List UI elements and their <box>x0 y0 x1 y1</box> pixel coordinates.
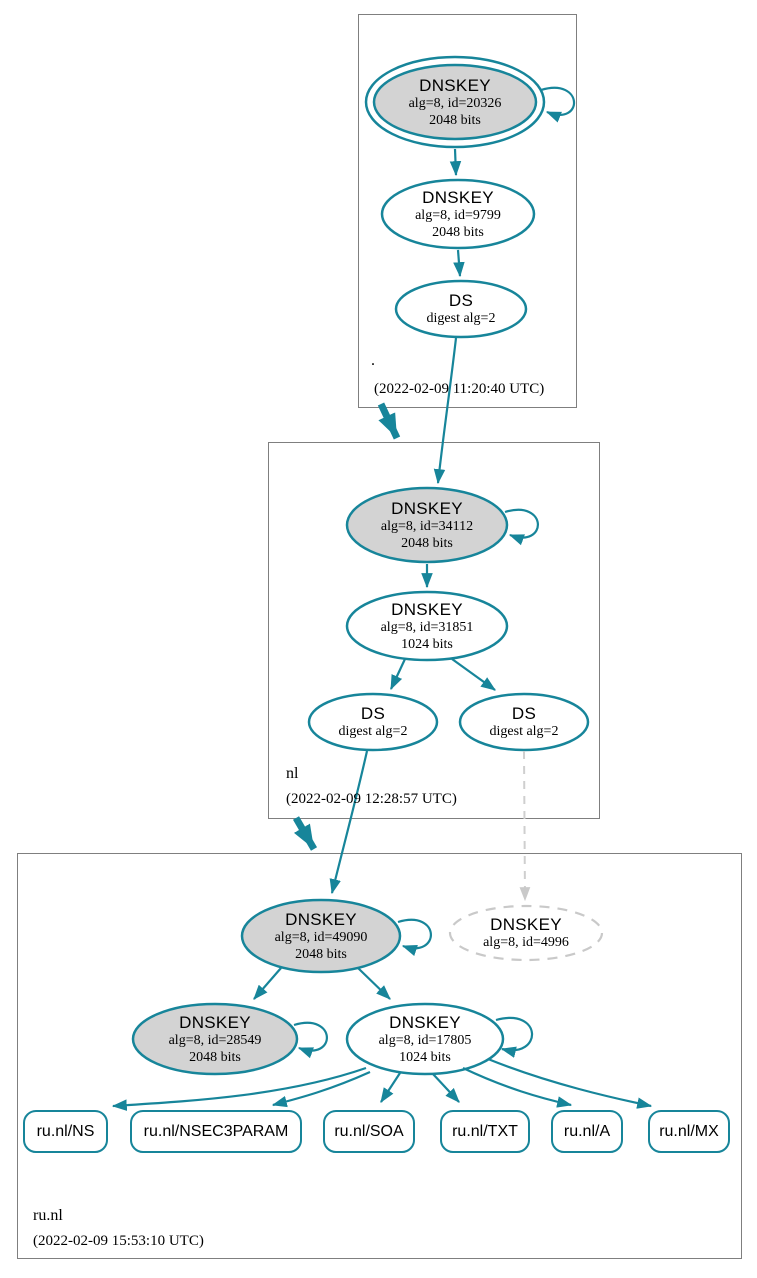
zone-box-root <box>358 14 577 408</box>
node-dnskey-28549-attrs: alg=8, id=28549 <box>168 1032 262 1048</box>
node-dnskey-49090-attrs: alg=8, id=49090 <box>274 929 368 945</box>
rrset-runl-txt[interactable]: ru.nl/TXT <box>440 1110 530 1153</box>
zone-label-nl: nl <box>286 765 299 782</box>
node-dnskey-4996-attrs: alg=8, id=4996 <box>483 935 569 950</box>
node-dnskey-17805[interactable]: DNSKEY alg=8, id=17805 1024 bits <box>347 1004 503 1074</box>
node-ds1-nl-attrs: digest alg=2 <box>338 724 408 739</box>
node-ds1-nl[interactable]: DS digest alg=2 <box>309 694 437 750</box>
rrset-runl-ns[interactable]: ru.nl/NS <box>23 1110 108 1153</box>
node-dnskey-49090-title: DNSKEY <box>285 909 357 929</box>
node-dnskey-31851-bits: 1024 bits <box>401 636 453 652</box>
zone-label-runl: ru.nl <box>33 1207 63 1224</box>
rrset-runl-mx[interactable]: ru.nl/MX <box>648 1110 730 1153</box>
node-dnskey-9799[interactable]: DNSKEY alg=8, id=9799 2048 bits <box>382 180 534 248</box>
node-dnskey-28549-title: DNSKEY <box>179 1012 251 1032</box>
node-dnskey-20326-bits: 2048 bits <box>429 112 481 128</box>
node-dnskey-34112-attrs: alg=8, id=34112 <box>380 518 474 534</box>
node-ds2-nl[interactable]: DS digest alg=2 <box>460 694 588 750</box>
node-dnskey-31851-attrs: alg=8, id=31851 <box>380 619 474 635</box>
node-dnskey-17805-bits: 1024 bits <box>399 1049 451 1065</box>
zone-timestamp-nl: (2022-02-09 12:28:57 UTC) <box>286 791 457 807</box>
node-dnskey-49090-bits: 2048 bits <box>295 946 347 962</box>
node-dnskey-28549[interactable]: DNSKEY alg=8, id=28549 2048 bits <box>133 1004 297 1074</box>
node-ds-root-attrs: digest alg=2 <box>426 311 496 326</box>
zone-timestamp-root: (2022-02-09 11:20:40 UTC) <box>374 381 545 397</box>
node-ds2-nl-title: DS <box>511 704 537 723</box>
zone-label-root: . <box>371 352 375 369</box>
node-dnskey-31851-title: DNSKEY <box>391 599 463 619</box>
node-dnskey-9799-title: DNSKEY <box>422 187 494 207</box>
node-dnskey-17805-title: DNSKEY <box>389 1012 461 1032</box>
zone-box-runl <box>17 853 742 1259</box>
node-dnskey-31851[interactable]: DNSKEY alg=8, id=31851 1024 bits <box>347 592 507 660</box>
node-dnskey-34112-title: DNSKEY <box>391 498 463 518</box>
rrset-runl-a[interactable]: ru.nl/A <box>551 1110 623 1153</box>
node-dnskey-9799-attrs: alg=8, id=9799 <box>415 207 501 223</box>
zone-timestamp-runl: (2022-02-09 15:53:10 UTC) <box>33 1233 204 1249</box>
rrset-runl-nsec3param[interactable]: ru.nl/NSEC3PARAM <box>130 1110 302 1153</box>
node-dnskey-34112-bits: 2048 bits <box>401 535 453 551</box>
rrset-runl-txt-label: ru.nl/TXT <box>452 1122 518 1140</box>
rrset-runl-a-label: ru.nl/A <box>563 1122 611 1140</box>
zone-box-nl <box>268 442 600 819</box>
node-dnskey-4996-title: DNSKEY <box>490 915 562 934</box>
node-ds-root-title: DS <box>448 291 474 310</box>
rrset-runl-nsec3param-label: ru.nl/NSEC3PARAM <box>143 1122 289 1140</box>
node-dnskey-49090[interactable]: DNSKEY alg=8, id=49090 2048 bits <box>242 900 400 972</box>
node-dnskey-20326[interactable]: DNSKEY alg=8, id=20326 2048 bits <box>374 65 536 139</box>
rrset-runl-ns-label: ru.nl/NS <box>36 1122 95 1140</box>
node-dnskey-20326-attrs: alg=8, id=20326 <box>408 95 502 111</box>
node-dnskey-34112[interactable]: DNSKEY alg=8, id=34112 2048 bits <box>347 488 507 562</box>
node-ds-root[interactable]: DS digest alg=2 <box>396 281 526 337</box>
node-dnskey-4996-missing[interactable]: DNSKEY alg=8, id=4996 <box>450 906 602 960</box>
rrset-runl-soa-label: ru.nl/SOA <box>334 1122 404 1140</box>
node-dnskey-28549-bits: 2048 bits <box>189 1049 241 1065</box>
edge-delegation-nl-to-runl <box>292 816 318 851</box>
node-ds1-nl-title: DS <box>360 704 386 723</box>
node-dnskey-20326-title: DNSKEY <box>419 75 491 95</box>
node-dnskey-9799-bits: 2048 bits <box>432 224 484 240</box>
rrset-runl-mx-label: ru.nl/MX <box>659 1122 719 1140</box>
node-ds2-nl-attrs: digest alg=2 <box>489 724 559 739</box>
node-dnskey-17805-attrs: alg=8, id=17805 <box>378 1032 472 1048</box>
rrset-runl-soa[interactable]: ru.nl/SOA <box>323 1110 415 1153</box>
edge-delegation-root-to-nl <box>377 402 401 440</box>
